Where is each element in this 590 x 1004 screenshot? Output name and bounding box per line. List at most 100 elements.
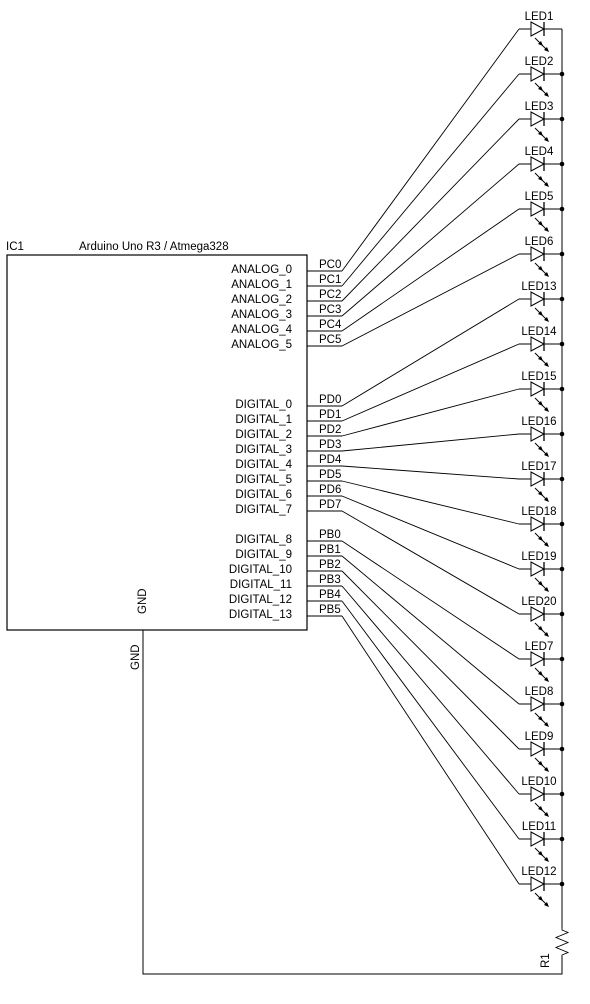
pin-name: DIGITAL_8 <box>235 534 292 546</box>
pin-name: ANALOG_5 <box>231 339 292 351</box>
pin-name: DIGITAL_13 <box>229 609 292 621</box>
junction-dot <box>559 206 565 212</box>
led-led8: LED8 <box>519 686 565 727</box>
led-label: LED1 <box>525 11 554 23</box>
junction-dot <box>559 296 565 302</box>
net-wire <box>341 118 520 302</box>
pin-digital_5: DIGITAL_5 PD5 <box>235 469 520 525</box>
port-label: PD6 <box>319 484 341 496</box>
pin-name: ANALOG_4 <box>231 324 292 336</box>
pin-name: DIGITAL_5 <box>235 474 292 486</box>
junction-dot <box>559 611 565 617</box>
port-label: PD3 <box>319 439 341 451</box>
led-led1: LED1 <box>519 11 562 52</box>
led-led10: LED10 <box>519 776 565 817</box>
net-wire <box>341 540 520 660</box>
resistor-r1-label: R1 <box>540 953 552 968</box>
junction-dot <box>559 116 565 122</box>
port-label: PD5 <box>319 469 341 481</box>
pin-name: DIGITAL_6 <box>235 489 292 501</box>
pin-digital_3: DIGITAL_3 PD3 <box>235 433 520 456</box>
led-label: LED15 <box>521 371 556 383</box>
led-led20: LED20 <box>519 596 565 637</box>
junction-dot <box>559 656 565 662</box>
port-label: PD0 <box>319 394 341 406</box>
led-led4: LED4 <box>519 146 565 187</box>
led-led18: LED18 <box>519 506 565 547</box>
ic-gnd-pin-label: GND <box>137 588 149 614</box>
pin-name: ANALOG_1 <box>231 279 292 291</box>
pin-name: DIGITAL_4 <box>235 459 292 471</box>
pin-name: DIGITAL_11 <box>230 579 292 591</box>
pin-digital_13: DIGITAL_13 PB5 <box>229 604 520 885</box>
port-label: PB0 <box>319 529 341 541</box>
port-label: PB5 <box>319 604 341 616</box>
led-led6: LED6 <box>519 236 565 277</box>
pin-name: DIGITAL_9 <box>235 549 292 561</box>
gnd-net-label: GND <box>130 644 142 670</box>
led-led13: LED13 <box>519 281 565 322</box>
led-led3: LED3 <box>519 101 565 142</box>
resistor-r1 <box>554 928 570 956</box>
net-wire <box>341 433 520 452</box>
port-label: PC1 <box>319 274 341 286</box>
led-led15: LED15 <box>519 371 565 412</box>
led-label: LED3 <box>525 101 554 113</box>
pin-analog_4: ANALOG_4 PC4 <box>231 208 520 336</box>
net-wire <box>341 570 520 750</box>
net-wire <box>341 163 520 317</box>
pin-digital_7: DIGITAL_7 PD7 <box>235 499 520 615</box>
pin-name: DIGITAL_7 <box>235 504 292 516</box>
junction-dot <box>559 386 565 392</box>
port-label: PB4 <box>319 589 341 601</box>
junction-dot <box>559 521 565 527</box>
led-led16: LED16 <box>519 416 565 457</box>
pin-name: DIGITAL_12 <box>229 594 292 606</box>
junction-dot <box>559 791 565 797</box>
led-label: LED11 <box>522 821 556 833</box>
led-label: LED4 <box>525 146 554 158</box>
ic-title-label: Arduino Uno R3 / Atmega328 <box>79 241 229 253</box>
led-label: LED10 <box>521 776 556 788</box>
net-wire <box>341 388 520 437</box>
led-led2: LED2 <box>519 56 565 97</box>
led-label: LED13 <box>521 281 556 293</box>
net-wire <box>341 208 520 332</box>
led-led5: LED5 <box>519 191 565 232</box>
net-wire <box>341 480 520 525</box>
net-wire <box>341 73 520 287</box>
net-wire <box>341 555 520 705</box>
port-label: PC3 <box>319 304 341 316</box>
pin-digital_6: DIGITAL_6 PD6 <box>235 484 520 570</box>
junction-dot <box>559 746 565 752</box>
pin-name: ANALOG_0 <box>231 264 292 276</box>
port-label: PC4 <box>319 319 342 331</box>
led-label: LED20 <box>521 596 556 608</box>
led-label: LED9 <box>525 731 554 743</box>
led-label: LED16 <box>521 416 556 428</box>
port-label: PD7 <box>319 499 341 511</box>
junction-dot <box>559 251 565 257</box>
port-label: PC0 <box>319 259 341 271</box>
pin-digital_12: DIGITAL_12 PB4 <box>229 589 520 840</box>
junction-dot <box>559 836 565 842</box>
junction-dot <box>559 341 565 347</box>
pin-name: ANALOG_2 <box>231 294 292 306</box>
led-array: LED1LED2LED3LED4LED5LED6LED13LED14LED15L… <box>519 11 565 907</box>
net-wire <box>341 615 520 885</box>
net-wire <box>341 465 520 480</box>
led-label: LED8 <box>525 686 554 698</box>
pin-name: DIGITAL_3 <box>235 444 292 456</box>
net-wire <box>341 510 520 615</box>
